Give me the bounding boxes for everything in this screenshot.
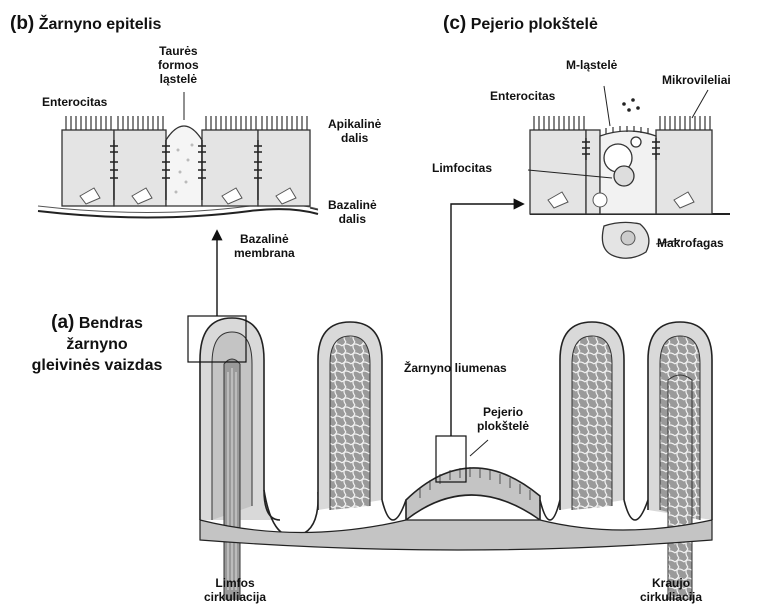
panel-c-letter: (c) [443,13,466,34]
label-taures-2: formos [158,58,199,72]
panel-a-name-2: žarnyno [22,334,172,355]
panel-b-title: (b) Žarnyno epitelis [10,13,161,35]
label-apikaline-1: Apikalinė [328,117,381,131]
peyer-patch-panel [528,86,730,258]
label-basement-membrane: Bazalinė membrana [234,232,295,260]
label-bazaline-1: Bazalinė [328,198,377,212]
label-m-cell: M-ląstelė [566,58,617,72]
epithelium-panel [38,92,318,218]
label-bazaline-membrana-1: Bazalinė [234,232,295,246]
label-apikaline-2: dalis [328,131,381,145]
panel-b-name: Žarnyno epitelis [39,16,162,33]
panel-a-name-3: gleivinės vaizdas [22,355,172,376]
label-lymphocyte: Limfocitas [432,161,492,175]
label-pejerio-2: plokštelė [477,419,529,433]
label-taures-1: Taurės [158,44,199,58]
mucosa-overview [188,204,712,600]
villus [648,322,712,600]
label-bazaline-membrana-2: membrana [234,246,295,260]
label-taures-3: ląstelė [158,72,199,86]
label-basal: Bazalinė dalis [328,198,377,226]
label-b-enterocitas: Enterocitas [42,95,107,109]
lymphocyte-cell [614,166,634,186]
panel-c-name: Pejerio plokštelė [471,16,598,33]
label-microvilli: Mikrovileliai [662,73,731,87]
label-lymph-circulation: Limfos cirkuliacija [204,576,266,604]
goblet-cell [166,126,202,206]
label-kraujo-2: cirkuliacija [640,590,702,604]
zoom-arrow-c [451,204,522,436]
villus [318,322,382,510]
label-c-enterocitas: Enterocitas [490,89,555,103]
panel-b-letter: (b) [10,13,34,34]
panel-a-name-1: Bendras [79,315,143,332]
label-limfos-1: Limfos [204,576,266,590]
villus [560,322,624,510]
label-limfos-2: cirkuliacija [204,590,266,604]
label-blood-circulation: Kraujo cirkuliacija [640,576,702,604]
villus [200,318,280,600]
label-bazaline-2: dalis [328,212,377,226]
label-apical: Apikalinė dalis [328,117,381,145]
label-macrophage: Makrofagas [657,236,724,250]
label-pejerio-1: Pejerio [477,405,529,419]
panel-a-title: (a) Bendras žarnyno gleivinės vaizdas [22,312,172,376]
label-peyer-patch: Pejerio plokštelė [477,405,529,433]
panel-c-title: (c) Pejerio plokštelė [443,13,598,35]
blood-vessel [668,375,692,600]
label-lumen: Žarnyno liumenas [404,361,507,375]
panel-a-letter: (a) [51,312,74,333]
label-goblet-cell: Taurės formos ląstelė [158,44,199,86]
label-kraujo-1: Kraujo [640,576,702,590]
